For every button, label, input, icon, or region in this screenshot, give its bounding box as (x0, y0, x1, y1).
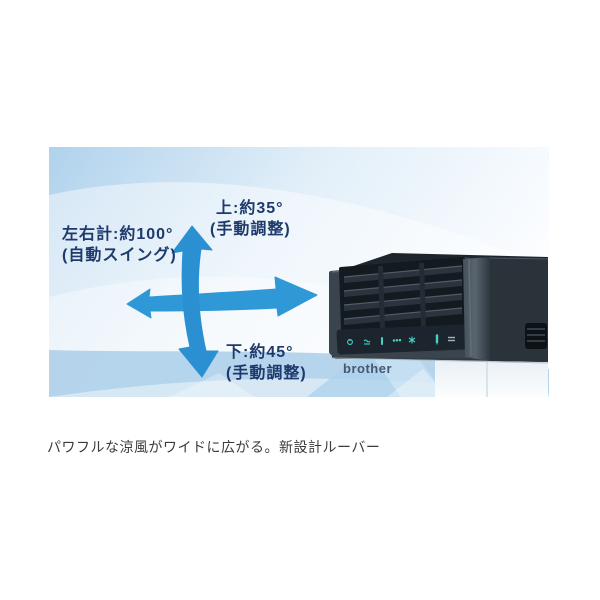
brother-logo: brother (343, 361, 392, 376)
label-down-line2: (手動調整) (226, 365, 307, 382)
label-swing-line1: 左右計:約100° (62, 226, 174, 243)
label-up-line1: 上:約35° (216, 200, 284, 217)
device-corner-edge (463, 257, 490, 361)
fan-device-graphic (329, 253, 549, 397)
device-body (435, 356, 548, 397)
dots-indicator-icon (392, 338, 402, 342)
label-up-line2: (手動調整) (210, 221, 291, 238)
label-down-angle: 下:約45° (手動調整) (226, 342, 307, 384)
breeze-indicator-icon (408, 336, 416, 344)
control-panel (336, 324, 468, 355)
swing-indicator-icon (363, 339, 371, 345)
label-swing-angle: 左右計:約100° (自動スイング) (62, 224, 177, 266)
label-swing-line2: (自動スイング) (62, 247, 177, 264)
product-photo: 上:約35° (手動調整) 左右計:約100° (自動スイング) 下:約45° … (49, 147, 549, 397)
airflow-arrows-graphic (126, 225, 318, 378)
label-down-line1: 下:約45° (226, 344, 294, 361)
label-up-angle: 上:約35° (手動調整) (210, 198, 291, 240)
mode-text-indicator (448, 336, 455, 342)
photo-graphic (49, 147, 549, 397)
device-side-face (489, 257, 549, 362)
vertical-tilt-arrow (171, 225, 219, 378)
louver-slats (343, 263, 463, 329)
caption-text: パワフルな涼風がワイドに広がる。新設計ルーバー (47, 439, 381, 455)
power-indicator-icon (347, 339, 353, 345)
